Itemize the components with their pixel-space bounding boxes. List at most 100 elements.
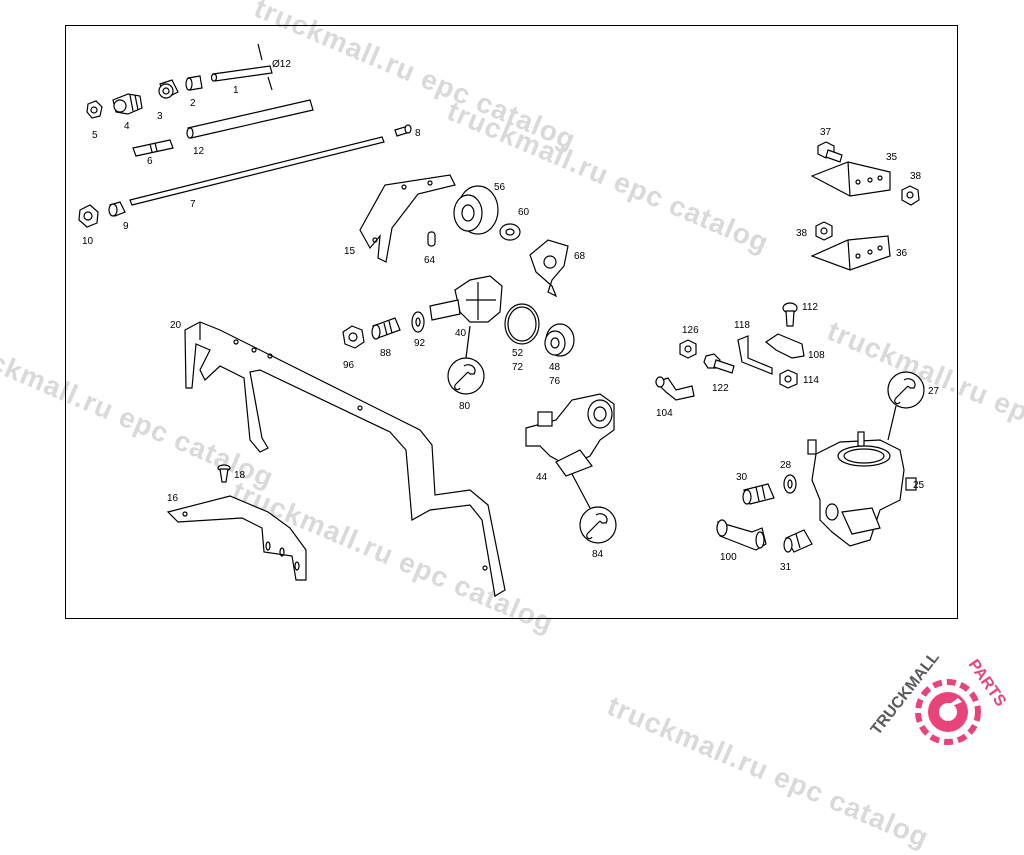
tube-part-12 — [186, 99, 314, 139]
nut-part-2 — [185, 75, 203, 91]
nut-part-38 — [901, 185, 920, 206]
part-label-80: 80 — [459, 401, 471, 412]
valve-part-25 — [807, 431, 917, 547]
wrench-icon — [447, 325, 485, 395]
part-label-8: 8 — [415, 128, 421, 139]
part-label-36: 36 — [896, 248, 908, 259]
pulley-part-56 — [453, 185, 499, 235]
fitting-part-88 — [371, 317, 401, 340]
part-label-72: 72 — [512, 362, 524, 373]
part-label-56: 56 — [494, 182, 506, 193]
pin-part-64 — [427, 231, 436, 247]
part-label-6: 6 — [147, 156, 153, 167]
bracket-part-36 — [810, 235, 891, 271]
washer-part-92 — [411, 311, 425, 333]
frame-part-20 — [184, 321, 506, 597]
nut-part-114 — [779, 369, 798, 389]
washer-part-60 — [499, 223, 521, 241]
part-label-40: 40 — [455, 328, 467, 339]
bolt-part-122 — [703, 353, 735, 374]
pipe-part-1 — [210, 43, 273, 91]
screw-part-112 — [782, 302, 798, 327]
part-label-9: 9 — [123, 221, 129, 232]
part-label-28: 28 — [780, 460, 792, 471]
nut-part-126 — [679, 339, 697, 359]
part-label-64: 64 — [424, 255, 436, 266]
truckmall-parts-logo: TRUCKMALL PARTS — [868, 649, 1010, 745]
valve-part-44 — [525, 393, 615, 477]
part-label-114: 114 — [803, 375, 819, 386]
part-label-18: 18 — [234, 470, 246, 481]
part-label-44: 44 — [536, 472, 548, 483]
wrench-icon — [571, 473, 617, 544]
part-label-60: 60 — [518, 207, 530, 218]
part-label-4: 4 — [124, 121, 130, 132]
part-label-30: 30 — [736, 472, 748, 483]
part-label-92: 92 — [414, 338, 426, 349]
gear-icon — [915, 679, 981, 745]
clamp-part-108 — [764, 333, 805, 359]
part-label-2: 2 — [190, 98, 196, 109]
part-label-20: 20 — [170, 320, 182, 331]
part-label-96: 96 — [343, 360, 355, 371]
lever-part-68 — [529, 239, 569, 298]
oring-part-52 — [504, 303, 540, 345]
part-label-100: 100 — [720, 552, 737, 563]
part-label-27: 27 — [928, 386, 940, 397]
bolt-part-8 — [394, 124, 412, 137]
clamp-part-118 — [737, 335, 773, 375]
part-label-7: 7 — [190, 199, 196, 210]
parts-diagram: Ø12 1 2 3 4 5 6 12 8 — [78, 43, 940, 597]
stud-part-6 — [132, 139, 174, 157]
part-label-122: 122 — [712, 383, 729, 394]
elbow-part-104 — [654, 376, 695, 401]
nut-part-3 — [158, 79, 179, 99]
logo-text-right: PARTS — [965, 657, 1010, 710]
elbow-part-100 — [716, 519, 767, 551]
part-label-35: 35 — [886, 152, 898, 163]
part-label-25: 25 — [913, 480, 925, 491]
bolt-part-37 — [817, 141, 843, 163]
part-label-15: 15 — [344, 246, 356, 257]
part-label-3: 3 — [157, 111, 163, 122]
part-label-38: 38 — [796, 228, 808, 239]
part-label-118: 118 — [734, 320, 750, 331]
part-label-16: 16 — [167, 493, 179, 504]
part-label-5: 5 — [92, 130, 98, 141]
part-label-10: 10 — [82, 236, 94, 247]
diagram-frame — [65, 25, 958, 619]
bushing-part-48 — [544, 323, 575, 357]
part-label-37: 37 — [820, 127, 832, 138]
part-label-1: 1 — [233, 85, 239, 96]
part-label-84: 84 — [592, 549, 604, 560]
part-label-12: 12 — [193, 146, 205, 157]
valve-part-40 — [429, 275, 503, 323]
part-label-88: 88 — [380, 348, 392, 359]
fitting-part-31 — [783, 529, 813, 553]
nut-part-10 — [78, 204, 99, 228]
nut-part-96 — [342, 325, 365, 349]
nut-part-9 — [108, 201, 126, 217]
part-label-76: 76 — [549, 376, 561, 387]
part-label-126: 126 — [682, 325, 699, 336]
part-label-68: 68 — [574, 251, 586, 262]
bracket-part-15 — [359, 174, 456, 263]
washer-part-28 — [783, 474, 797, 494]
part-label-108: 108 — [808, 350, 825, 361]
nut-part-5 — [86, 100, 103, 119]
screw-part-18 — [217, 464, 231, 483]
fitting-part-4 — [112, 93, 143, 115]
part-label-48: 48 — [549, 362, 561, 373]
part-label-104: 104 — [656, 408, 673, 419]
bracket-part-35 — [810, 161, 891, 197]
wrench-icon — [887, 371, 925, 441]
part-label-31: 31 — [780, 562, 792, 573]
rod-part-7 — [129, 136, 385, 206]
fitting-part-30 — [742, 483, 775, 505]
part-label-52: 52 — [512, 348, 524, 359]
dimension-label: Ø12 — [272, 59, 291, 70]
logo-text-left: TRUCKMALL — [868, 649, 943, 739]
nut-part-38 — [815, 221, 833, 241]
part-label-38: 38 — [910, 171, 922, 182]
bracket-part-16 — [166, 495, 307, 581]
